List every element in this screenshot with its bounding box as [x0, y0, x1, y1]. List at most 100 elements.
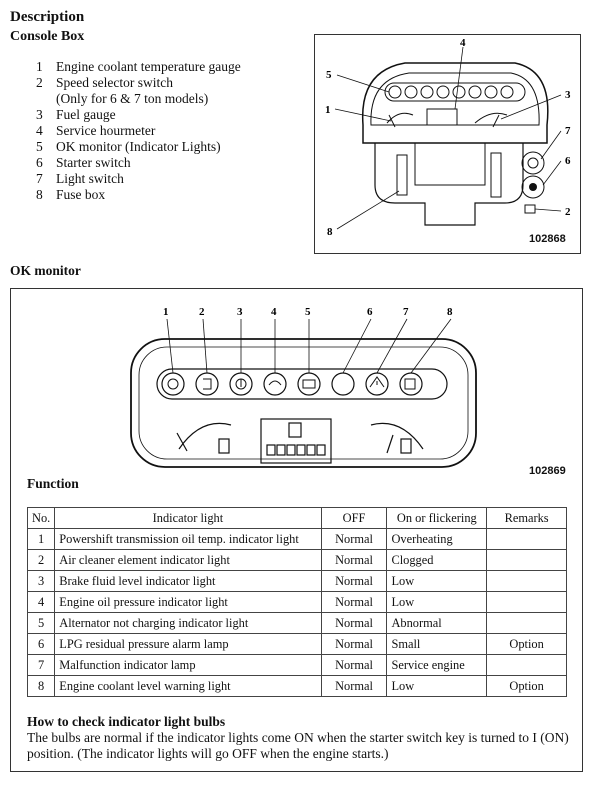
cell-off: Normal	[320, 591, 388, 613]
cell-on: Service engine	[386, 654, 488, 676]
callout-8: 8	[327, 226, 333, 238]
console-box-illustration: 5 1 4 3 7 6 2 8	[325, 37, 571, 238]
callout-6: 6	[565, 155, 571, 167]
item-number: 8	[36, 187, 43, 202]
cell-remarks	[486, 591, 567, 613]
callout-2: 2	[199, 306, 205, 318]
section-title-console-box: Console Box	[10, 29, 85, 44]
figure-code: 102869	[529, 465, 566, 477]
list-item: 7 Light switch	[36, 171, 241, 187]
item-text: Fuse box	[56, 187, 106, 202]
function-table: No. Indicator light OFF On or flickering…	[26, 507, 567, 697]
column-header: No.	[26, 507, 56, 529]
list-item: (Only for 6 & 7 ton models)	[36, 91, 241, 107]
cell-off: Normal	[320, 675, 388, 697]
item-number: 4	[36, 123, 43, 138]
cell-indicator: Engine oil pressure indicator light	[54, 591, 322, 613]
cell-indicator: Powershift transmission oil temp. indica…	[54, 528, 322, 550]
cell-indicator: Air cleaner element indicator light	[54, 549, 322, 571]
item-number	[36, 91, 56, 107]
ok-monitor-illustration: 1 2 3 4 5 6 7 8	[130, 306, 477, 468]
cell-no: 7	[26, 654, 56, 676]
cell-remarks	[486, 654, 567, 676]
cell-remarks	[486, 612, 567, 634]
item-text: Service hourmeter	[56, 123, 156, 138]
cell-no: 2	[26, 549, 56, 571]
ok-monitor-box: 1 2 3 4 5 6 7 8 102869 Function No. Indi…	[10, 288, 583, 772]
callout-6: 6	[367, 306, 373, 318]
table-header-row: No. Indicator light OFF On or flickering…	[26, 507, 567, 529]
item-text: OK monitor (Indicator Lights)	[56, 139, 221, 154]
callout-5: 5	[305, 306, 311, 318]
cell-indicator: Malfunction indicator lamp	[54, 654, 322, 676]
callout-3: 3	[237, 306, 243, 318]
callout-8: 8	[447, 306, 453, 318]
list-item: 2 Speed selector switch	[36, 75, 241, 91]
list-item: 6 Starter switch	[36, 155, 241, 171]
cell-off: Normal	[320, 633, 388, 655]
list-item: 5 OK monitor (Indicator Lights)	[36, 139, 241, 155]
item-text: Light switch	[56, 171, 124, 186]
item-number: 7	[36, 171, 43, 186]
item-number: 2	[36, 75, 43, 90]
cell-no: 5	[26, 612, 56, 634]
figure-code: 102868	[529, 233, 566, 245]
item-text: (Only for 6 & 7 ton models)	[56, 91, 209, 106]
function-title: Function	[27, 476, 79, 491]
cell-on: Low	[386, 675, 488, 697]
cell-indicator: LPG residual pressure alarm lamp	[54, 633, 322, 655]
callout-5: 5	[326, 69, 332, 81]
cell-indicator: Brake fluid level indicator light	[54, 570, 322, 592]
item-text: Speed selector switch	[56, 75, 173, 90]
list-item: 4 Service hourmeter	[36, 123, 241, 139]
section-title-ok-monitor: OK monitor	[10, 263, 81, 278]
cell-on: Low	[386, 591, 488, 613]
list-item: 8 Fuse box	[36, 187, 241, 203]
cell-off: Normal	[320, 549, 388, 571]
check-bulbs-text: The bulbs are normal if the indicator li…	[27, 730, 569, 761]
console-box-figure: 5 1 4 3 7 6 2 8 102868	[314, 34, 581, 254]
item-number: 6	[36, 155, 43, 170]
callout-2: 2	[565, 206, 571, 218]
page-title: Description	[10, 9, 85, 25]
cell-no: 4	[26, 591, 56, 613]
cell-on: Clogged	[386, 549, 488, 571]
column-header: Remarks	[486, 507, 567, 529]
item-number: 5	[36, 139, 43, 154]
item-number: 3	[36, 107, 43, 122]
cell-on: Overheating	[386, 528, 488, 550]
cell-off: Normal	[320, 528, 388, 550]
cell-indicator: Engine coolant level warning light	[54, 675, 322, 697]
cell-off: Normal	[320, 654, 388, 676]
column-header: On or flickering	[386, 507, 488, 529]
cell-off: Normal	[320, 612, 388, 634]
cell-no: 1	[26, 528, 56, 550]
cell-indicator: Alternator not charging indicator light	[54, 612, 322, 634]
callout-4: 4	[271, 306, 277, 318]
cell-remarks: Option	[486, 675, 567, 697]
cell-no: 3	[26, 570, 56, 592]
cell-remarks	[486, 570, 567, 592]
cell-no: 6	[26, 633, 56, 655]
callout-7: 7	[403, 306, 409, 318]
column-header: OFF	[320, 507, 388, 529]
callout-4: 4	[460, 37, 466, 49]
callout-1: 1	[325, 104, 331, 116]
cell-on: Abnormal	[386, 612, 488, 634]
cell-on: Small	[386, 633, 488, 655]
item-text: Starter switch	[56, 155, 131, 170]
callout-3: 3	[565, 89, 571, 101]
cell-no: 8	[26, 675, 56, 697]
cell-off: Normal	[320, 570, 388, 592]
